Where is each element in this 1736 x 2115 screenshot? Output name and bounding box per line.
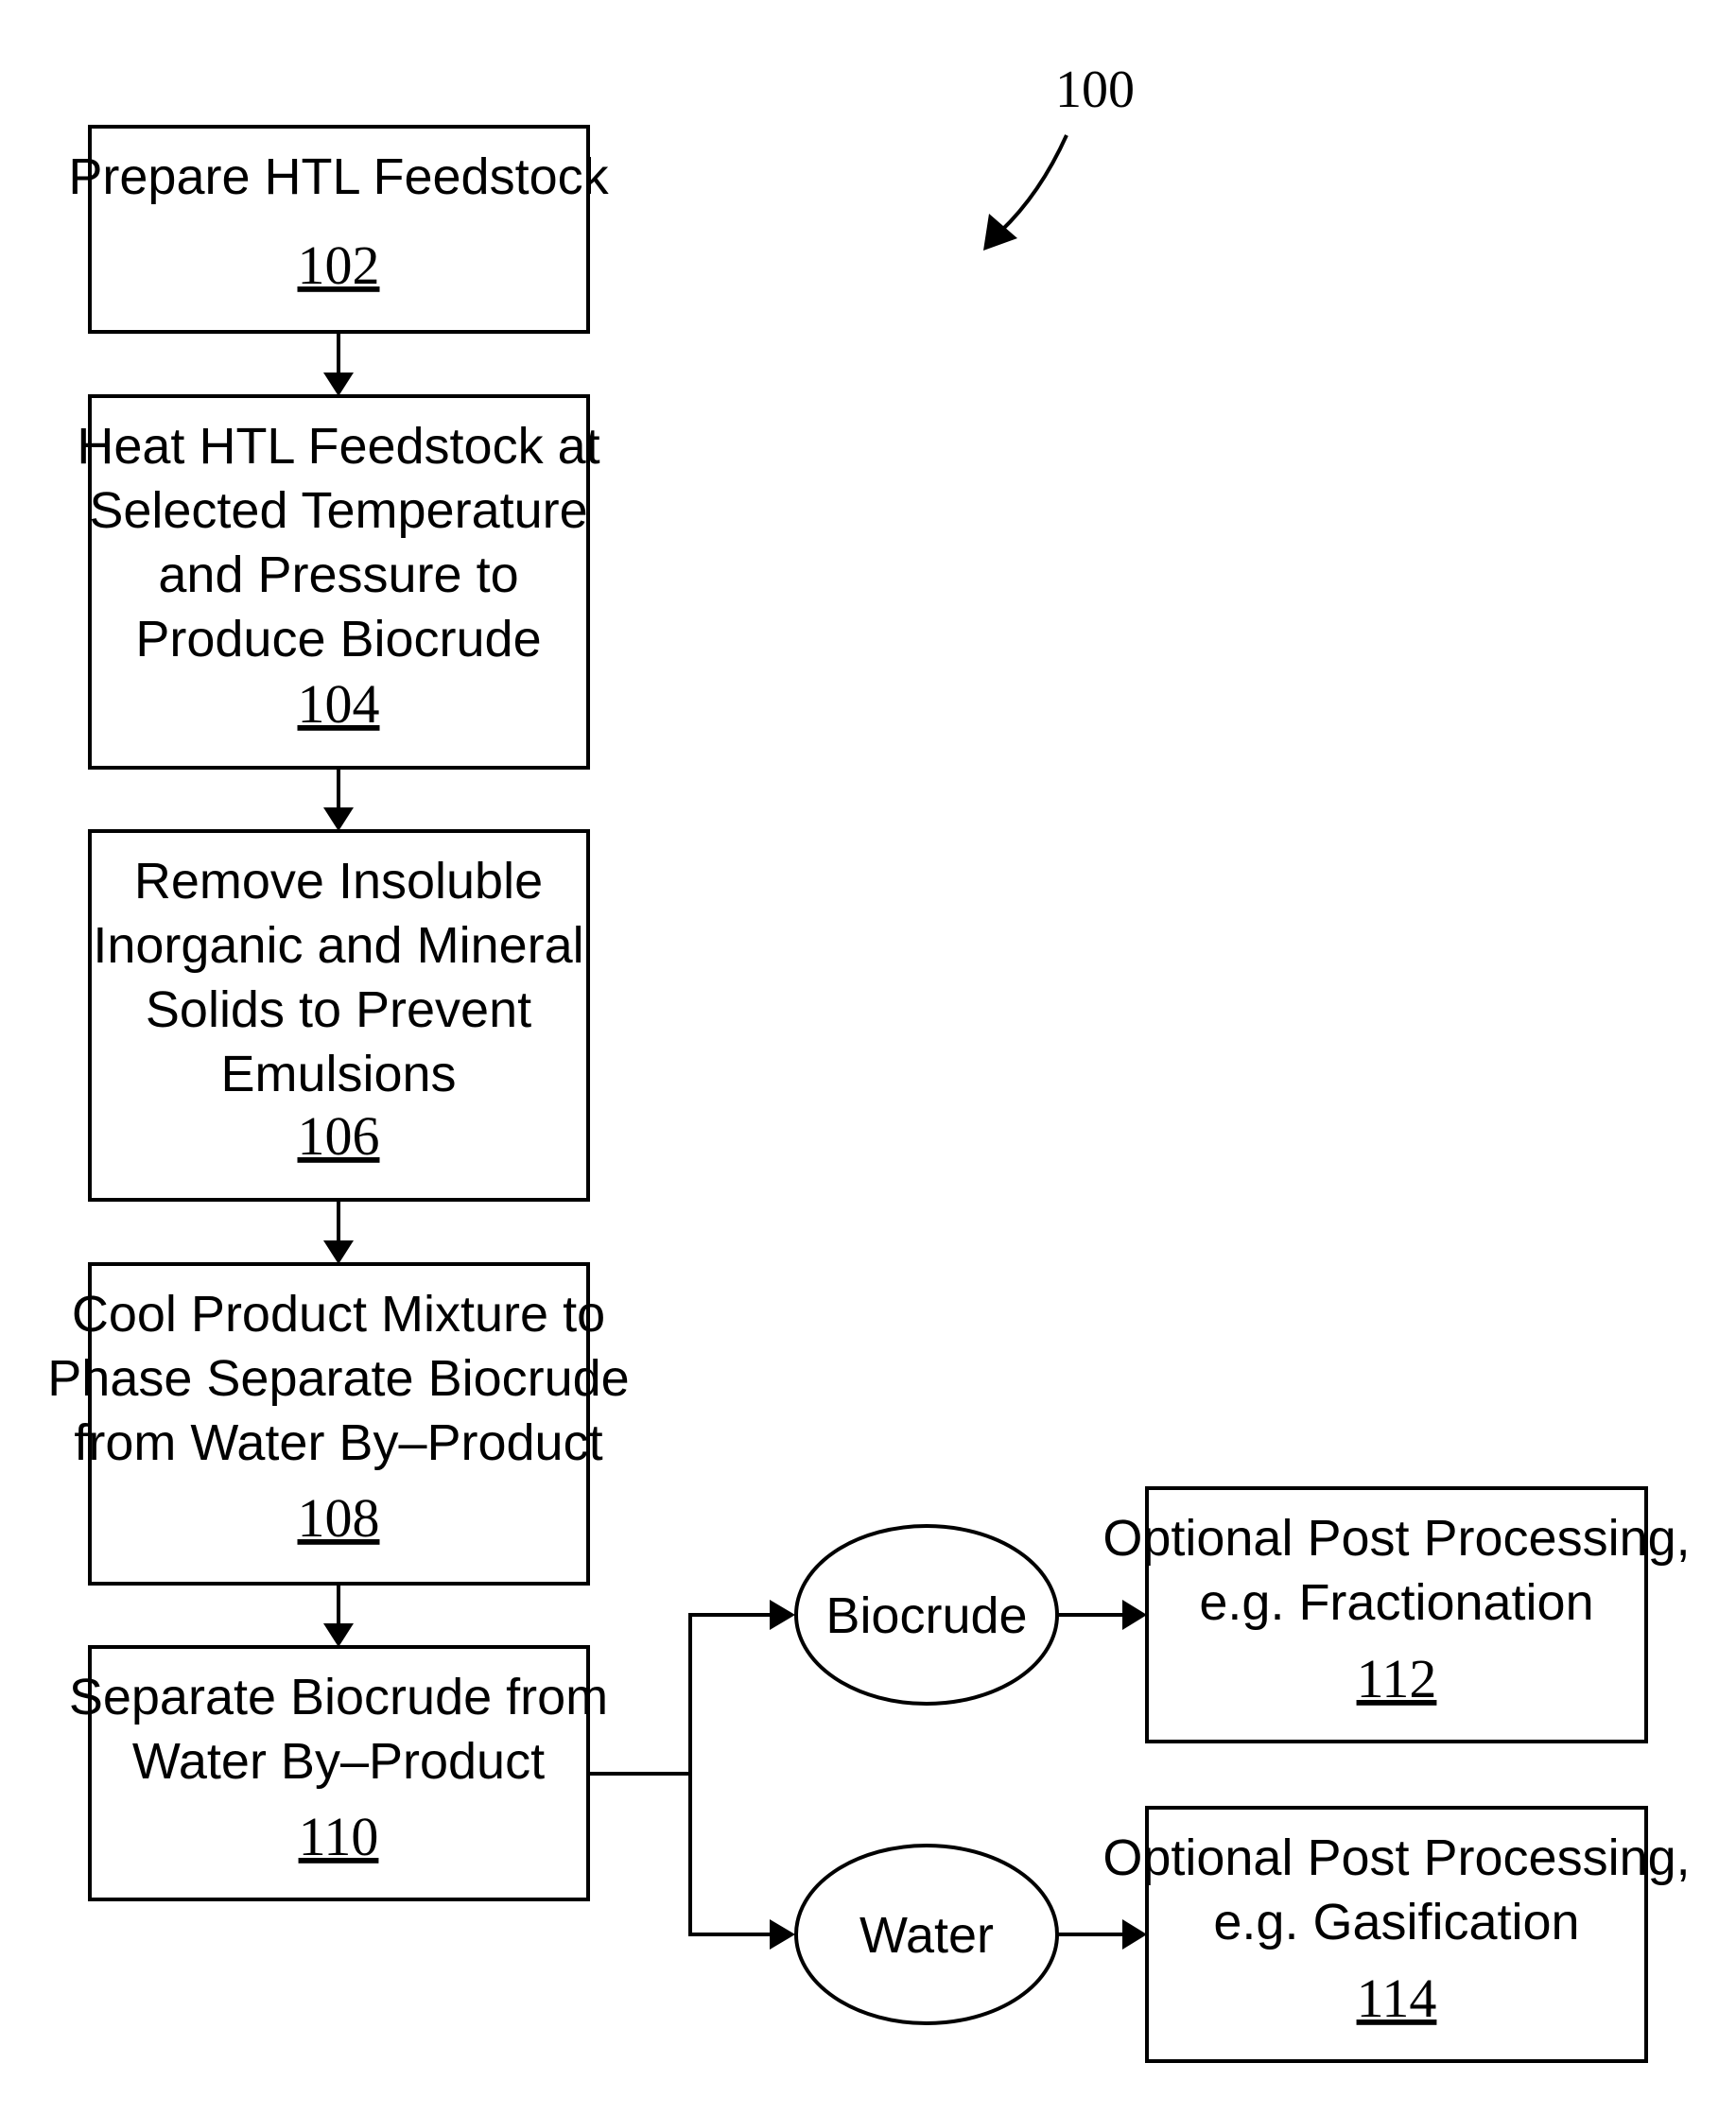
step-110-line-2: Water By–Product	[132, 1733, 545, 1790]
step-106-line-3: Solids to Prevent	[146, 981, 531, 1038]
step-104-line-1: Heat HTL Feedstock at	[77, 418, 599, 475]
step-108-line-1: Cool Product Mixture to	[72, 1286, 605, 1343]
step-box-110: Separate Biocrude from Water By–Product …	[69, 1647, 608, 1899]
post-step-114-line-1: Optional Post Processing,	[1102, 1829, 1690, 1886]
step-104-line-3: and Pressure to	[158, 546, 518, 603]
step-104-line-2: Selected Temperature	[89, 482, 587, 539]
branch-to-water-head	[770, 1919, 795, 1950]
step-102-line-1: Prepare HTL Feedstock	[68, 148, 609, 205]
flow-arrow-water-to-114	[1057, 1919, 1147, 1950]
flow-arrow-106-to-108	[323, 1200, 354, 1264]
output-biocrude: Biocrude	[796, 1526, 1057, 1704]
step-108-line-2: Phase Separate Biocrude	[47, 1350, 629, 1407]
step-box-104: Heat HTL Feedstock at Selected Temperatu…	[77, 396, 599, 768]
step-104-line-4: Produce Biocrude	[135, 611, 541, 667]
output-water: Water	[796, 1846, 1057, 2023]
step-box-106: Remove Insoluble Inorganic and Mineral S…	[90, 831, 588, 1200]
branch-connector	[588, 1600, 795, 1950]
flow-arrow-106-to-108-head	[323, 1240, 354, 1264]
step-106-ref-number: 106	[298, 1105, 380, 1167]
output-water-label: Water	[859, 1907, 994, 1964]
flow-arrow-biocrude-to-112	[1057, 1600, 1147, 1630]
post-step-112-ref-number: 112	[1357, 1648, 1437, 1709]
step-106-line-2: Inorganic and Mineral	[93, 917, 583, 974]
flow-arrow-108-to-110-head	[323, 1623, 354, 1647]
post-step-114-ref-number: 114	[1357, 1968, 1437, 2029]
flow-arrow-102-to-104-head	[323, 373, 354, 396]
step-110-line-1: Separate Biocrude from	[69, 1669, 608, 1725]
figure-reference-pointer	[1000, 135, 1067, 232]
figure-reference-number: 100	[1055, 61, 1135, 119]
post-step-112-line-1: Optional Post Processing,	[1102, 1510, 1690, 1567]
step-102-ref-number: 102	[298, 234, 380, 296]
post-step-box-114: Optional Post Processing, e.g. Gasificat…	[1102, 1808, 1690, 2061]
step-104-ref-number: 104	[298, 673, 380, 735]
flow-arrow-104-to-106	[323, 768, 354, 831]
flow-arrow-102-to-104	[323, 332, 354, 396]
step-106-line-4: Emulsions	[220, 1046, 456, 1102]
step-110-ref-number: 110	[299, 1806, 379, 1867]
step-box-102: Prepare HTL Feedstock 102	[68, 127, 609, 332]
post-step-box-112: Optional Post Processing, e.g. Fractiona…	[1102, 1488, 1690, 1742]
flow-arrow-water-to-114-head	[1122, 1919, 1147, 1950]
flow-arrow-108-to-110	[323, 1584, 354, 1647]
step-108-ref-number: 108	[298, 1487, 380, 1549]
flow-arrow-biocrude-to-112-head	[1122, 1600, 1147, 1630]
step-106-line-1: Remove Insoluble	[134, 853, 543, 910]
post-step-112-line-2: e.g. Fractionation	[1199, 1574, 1593, 1631]
branch-to-biocrude-head	[770, 1600, 795, 1630]
step-box-108: Cool Product Mixture to Phase Separate B…	[47, 1264, 629, 1584]
post-step-114-line-2: e.g. Gasification	[1213, 1894, 1579, 1950]
output-biocrude-label: Biocrude	[825, 1587, 1027, 1644]
flow-arrow-104-to-106-head	[323, 807, 354, 831]
step-108-line-3: from Water By–Product	[74, 1414, 602, 1471]
